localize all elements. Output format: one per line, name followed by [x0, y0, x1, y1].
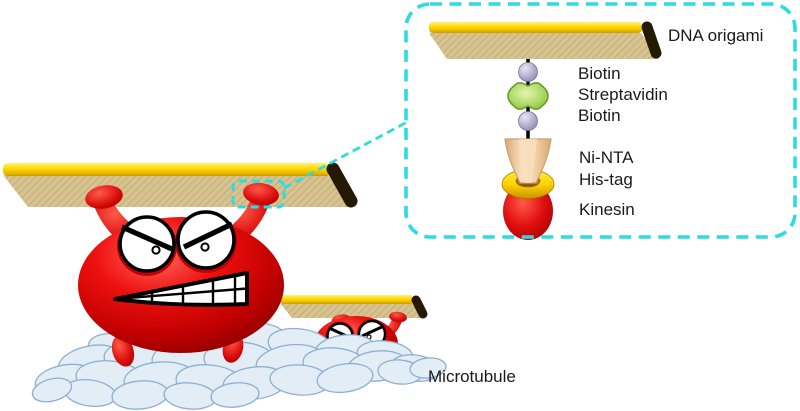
label-streptavidin: Streptavidin: [578, 85, 668, 104]
label-biotin-bottom: Biotin: [578, 106, 621, 125]
plank-dark-edge: [326, 162, 358, 208]
label-ni-nta: Ni-NTA: [579, 148, 634, 167]
pupil-right: [200, 242, 210, 252]
background-origami-plank: [280, 295, 428, 319]
microtubule-ellipse: [31, 377, 73, 403]
plank-top-edge: [3, 163, 331, 176]
hand-pad-right: [243, 182, 279, 206]
label-his-tag: His-tag: [579, 170, 633, 189]
callout-box: [231, 179, 286, 209]
inset-plank-underside: [429, 33, 659, 59]
label-kinesin: Kinesin: [579, 200, 635, 219]
funnel-highlight: [519, 139, 537, 183]
microtubule-ellipse: [210, 382, 260, 408]
pupil-left: [151, 245, 161, 255]
eyebrow-left: [120, 224, 174, 252]
microtubule-ellipse: [409, 357, 447, 379]
eye-right: [176, 210, 236, 270]
plank-dark-edge: [411, 295, 428, 319]
eyebrow-right: [361, 324, 385, 338]
biotin-sphere-top: [518, 62, 538, 82]
hand-pad-left: [85, 185, 123, 209]
label-dna-origami: DNA origami: [668, 26, 764, 45]
callout-connector-line: [283, 119, 410, 190]
streptavidin-shape: [507, 81, 549, 111]
microtubule-ellipse: [316, 362, 374, 394]
eyebrow-right: [182, 221, 234, 250]
inset-plank-dark-edge: [641, 21, 662, 59]
zoom-callout: [231, 119, 410, 209]
main-kinesin-character: [78, 182, 284, 367]
inset-border: [404, 2, 797, 239]
main-origami-plank: [3, 162, 358, 208]
plank-underside: [280, 303, 424, 318]
teeth-grid: [114, 275, 248, 304]
biotin-sphere-bottom: [518, 111, 538, 131]
inset-plank-top-edge: [429, 22, 642, 33]
label-biotin-top: Biotin: [578, 64, 621, 83]
label-microtubule: Microtubule: [428, 367, 516, 386]
inset-diagram: [404, 2, 797, 240]
hand-pad-right: [389, 311, 407, 323]
plank-top-edge: [280, 295, 413, 304]
